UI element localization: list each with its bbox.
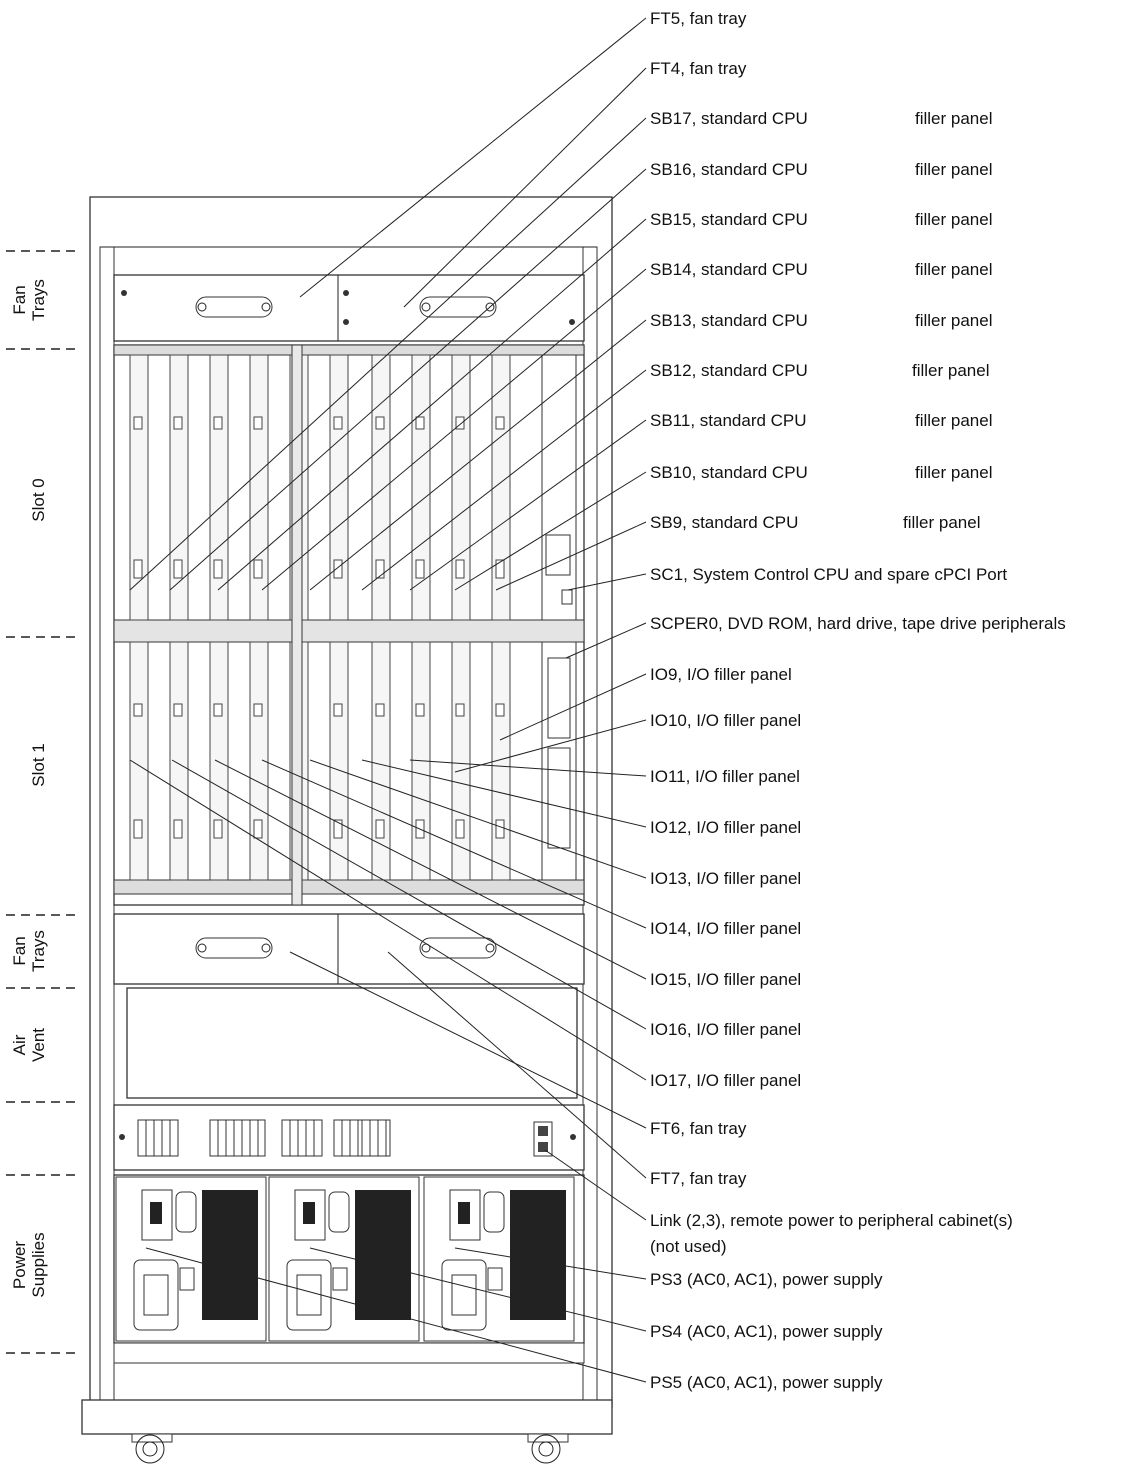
side-label-power-supplies-1: Power [10,1241,29,1290]
callout-sb10: SB10, standard CPU [650,463,808,482]
callout-leaders [129,17,647,1383]
callout-io15: IO15, I/O filler panel [650,970,801,989]
callout-scper0: SCPER0, DVD ROM, hard drive, tape drive … [650,614,1066,633]
callout-ft4: FT4, fan tray [650,59,747,78]
callout-sb16-extra: filler panel [915,160,993,179]
power-supplies [113,1174,585,1364]
callout-sb11-extra: filler panel [915,411,993,430]
power-control-panel [113,1104,585,1171]
callout-io13: IO13, I/O filler panel [650,869,801,888]
leader-line-ft7 [387,951,647,1179]
side-label-air-vent-2: Vent [29,1028,48,1062]
bottom-fan-trays [113,913,585,985]
callout-sb16: SB16, standard CPU [650,160,808,179]
leader-line-io16 [171,759,647,1030]
callout-io12: IO12, I/O filler panel [650,818,801,837]
leader-line-sb12 [361,369,647,591]
side-label-fan-trays-top-2: Trays [29,279,48,321]
callout-sc1: SC1, System Control CPU and spare cPCI P… [650,565,1007,584]
leader-line-sb17 [129,117,647,591]
callout-link-extra: (not used) [650,1237,727,1256]
side-label-air-vent-1: Air [10,1034,29,1055]
leader-line-sb10 [454,471,647,591]
leader-line-link [544,1149,647,1221]
leader-line-sc1 [567,573,647,591]
callout-ft7: FT7, fan tray [650,1169,747,1188]
callout-sb14: SB14, standard CPU [650,260,808,279]
callout-io16: IO16, I/O filler panel [650,1020,801,1039]
card-cage [113,344,585,906]
leader-line-sb15 [217,218,647,591]
leader-line-sb13 [309,319,647,591]
callout-sb9-extra: filler panel [903,513,981,532]
callout-io9: IO9, I/O filler panel [650,665,792,684]
leader-line-ps3 [454,1247,647,1280]
leader-line-io12 [361,759,647,828]
leader-line-io17 [129,759,647,1081]
callout-sb17: SB17, standard CPU [650,109,808,128]
callout-sb12-extra: filler panel [912,361,990,380]
callout-io17: IO17, I/O filler panel [650,1071,801,1090]
leader-line-sb11 [409,419,647,591]
leader-line-ft4 [403,67,647,308]
air-vent [126,987,578,1099]
callout-io14: IO14, I/O filler panel [650,919,801,938]
leader-line-sb16 [169,168,647,591]
leader-line-ft6 [289,951,647,1129]
callout-ps3: PS3 (AC0, AC1), power supply [650,1270,883,1289]
leader-line-io11 [409,759,647,777]
callout-sb15-extra: filler panel [915,210,993,229]
leader-line-io9 [499,673,647,741]
leader-line-io15 [214,759,647,980]
callout-sb12: SB12, standard CPU [650,361,808,380]
callout-ft6: FT6, fan tray [650,1119,747,1138]
callout-sb11: SB11, standard CPU [650,411,807,430]
leader-line-sb14 [261,268,647,591]
caster-left [131,1433,173,1464]
callout-io11: IO11, I/O filler panel [650,767,800,786]
top-fan-trays [113,274,585,342]
callout-link: Link (2,3), remote power to peripheral c… [650,1211,1013,1230]
callout-ps5: PS5 (AC0, AC1), power supply [650,1373,883,1392]
callout-io10: IO10, I/O filler panel [650,711,801,730]
callout-sb13: SB13, standard CPU [650,311,808,330]
leader-line-io13 [309,759,647,879]
leader-line-scper0 [565,622,647,659]
leader-line-io14 [261,759,647,929]
side-label-fan-trays-bottom-1: Fan [10,936,29,965]
callout-sb13-extra: filler panel [915,311,993,330]
side-label-slot1: Slot 1 [29,743,48,786]
callout-sb10-extra: filler panel [915,463,993,482]
leader-line-ft5 [299,17,647,298]
callout-ps4: PS4 (AC0, AC1), power supply [650,1322,883,1341]
callout-sb14-extra: filler panel [915,260,993,279]
caster-right [527,1433,569,1464]
leader-line-sb9 [495,521,647,591]
side-label-fan-trays-top-1: Fan [10,285,29,314]
callout-ft5: FT5, fan tray [650,9,747,28]
side-labels: Fan Trays Slot 0 Slot 1 Fan Trays Air Ve… [6,250,80,1354]
leader-line-io10 [454,719,647,773]
side-label-slot0: Slot 0 [29,478,48,521]
side-label-fan-trays-bottom-2: Trays [29,930,48,972]
callout-sb15: SB15, standard CPU [650,210,808,229]
leader-line-ps5 [145,1247,647,1383]
side-label-power-supplies-2: Supplies [29,1232,48,1297]
leader-line-ps4 [309,1247,647,1332]
callout-sb9: SB9, standard CPU [650,513,798,532]
callout-sb17-extra: filler panel [915,109,993,128]
